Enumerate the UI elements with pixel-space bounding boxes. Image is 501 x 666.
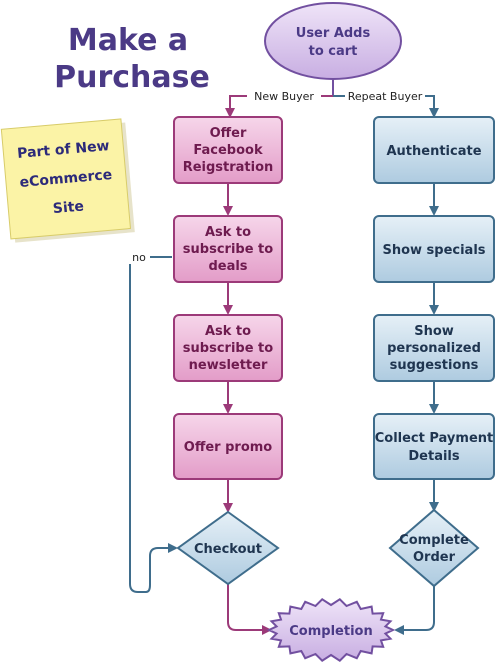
node-ask-newsletter-line-2: subscribe to (183, 341, 273, 356)
node-checkout-line-1: Checkout (194, 542, 262, 557)
edge-labels: New Buyer Repeat Buyer no (128, 89, 425, 264)
node-show-specials-line-1: Show specials (382, 243, 485, 258)
node-complete-order: Complete Order (388, 508, 480, 588)
label-repeat-buyer: Repeat Buyer (348, 90, 423, 103)
node-ask-newsletter-line-1: Ask to (205, 324, 251, 339)
edge-checkout-completion (227, 584, 272, 635)
title-line-2: Purchase (54, 60, 210, 95)
completion-burst-shape (266, 598, 396, 662)
node-offer-promo: Offer promo (173, 413, 283, 480)
node-complete-order-line-1: Complete (399, 533, 469, 548)
node-authenticate: Authenticate (373, 116, 495, 184)
node-start: User Adds to cart (264, 2, 402, 80)
node-ask-deals-line-1: Ask to (205, 225, 251, 240)
node-offer-promo-line-1: Offer promo (184, 440, 273, 455)
diagram-title: Make a Purchase (54, 23, 210, 95)
node-show-suggestions-line-1: Show (414, 324, 454, 339)
label-no: no (132, 251, 146, 264)
node-collect-payment-line-1: Collect Payment (375, 431, 494, 446)
edge-no-loop (129, 256, 178, 593)
node-offer-facebook: Offer Facebook Reigstration (173, 116, 283, 184)
node-ask-newsletter-line-3: newsletter (189, 358, 268, 373)
edge-complete-completion (394, 586, 435, 635)
node-ask-deals: Ask to subscribe to deals (173, 215, 283, 283)
node-show-suggestions-line-2: personalized (387, 341, 481, 356)
node-show-suggestions-line-3: suggestions (390, 358, 479, 373)
title-line-1: Make a (68, 23, 188, 58)
node-ask-deals-line-2: subscribe to (183, 242, 273, 257)
sticky-note: Part of New eCommerce Site (0, 118, 135, 243)
label-new-buyer: New Buyer (254, 90, 314, 103)
node-completion-line-1: Completion (289, 624, 372, 639)
node-offer-facebook-line-1: Offer (210, 126, 247, 141)
node-collect-payment-line-2: Details (408, 449, 460, 464)
node-offer-facebook-line-3: Reigstration (183, 160, 274, 175)
node-show-suggestions: Show personalized suggestions (373, 314, 495, 382)
node-ask-deals-line-3: deals (208, 259, 247, 274)
node-offer-facebook-line-2: Facebook (193, 143, 263, 158)
node-collect-payment: Collect Payment Details (373, 413, 495, 480)
node-show-specials: Show specials (373, 215, 495, 283)
node-authenticate-line-1: Authenticate (386, 144, 481, 159)
node-complete-order-line-2: Order (413, 550, 456, 565)
node-start-line-1: User Adds (296, 26, 371, 41)
node-ask-newsletter: Ask to subscribe to newsletter (173, 314, 283, 382)
node-completion: Completion (266, 598, 396, 662)
sticky-note-line-3: Site (52, 198, 84, 217)
node-start-line-2: to cart (309, 44, 358, 59)
node-checkout: Checkout (176, 510, 280, 586)
